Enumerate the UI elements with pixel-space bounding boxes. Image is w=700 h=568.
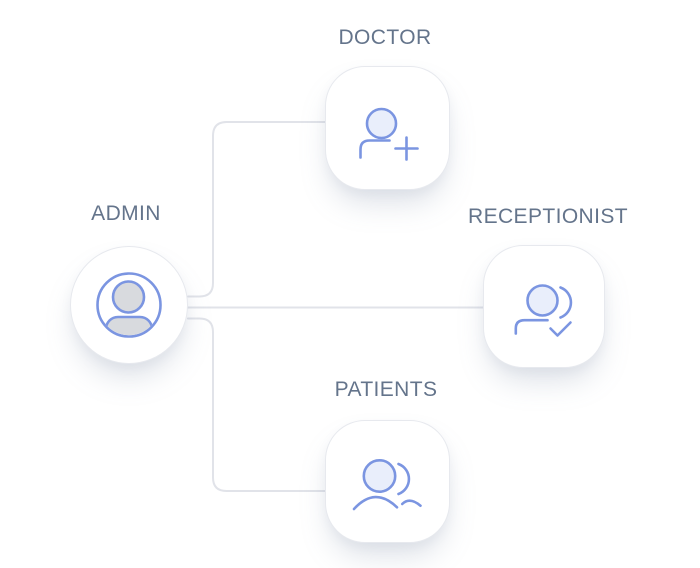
edge-admin-patients [187, 317, 326, 492]
admin-node [70, 246, 188, 364]
receptionist-label: RECEPTIONIST [468, 205, 628, 228]
doctor-label: DOCTOR [338, 26, 432, 49]
user-circle-icon [96, 272, 162, 338]
receptionist-node [483, 245, 605, 368]
user-check-icon [514, 284, 573, 337]
patients-node [325, 420, 450, 543]
doctor-node [325, 66, 450, 190]
admin-label: ADMIN [91, 202, 161, 225]
edge-admin-doctor [187, 121, 326, 298]
users-icon [352, 458, 422, 510]
patients-label: PATIENTS [334, 378, 438, 401]
user-plus-icon [358, 107, 419, 161]
